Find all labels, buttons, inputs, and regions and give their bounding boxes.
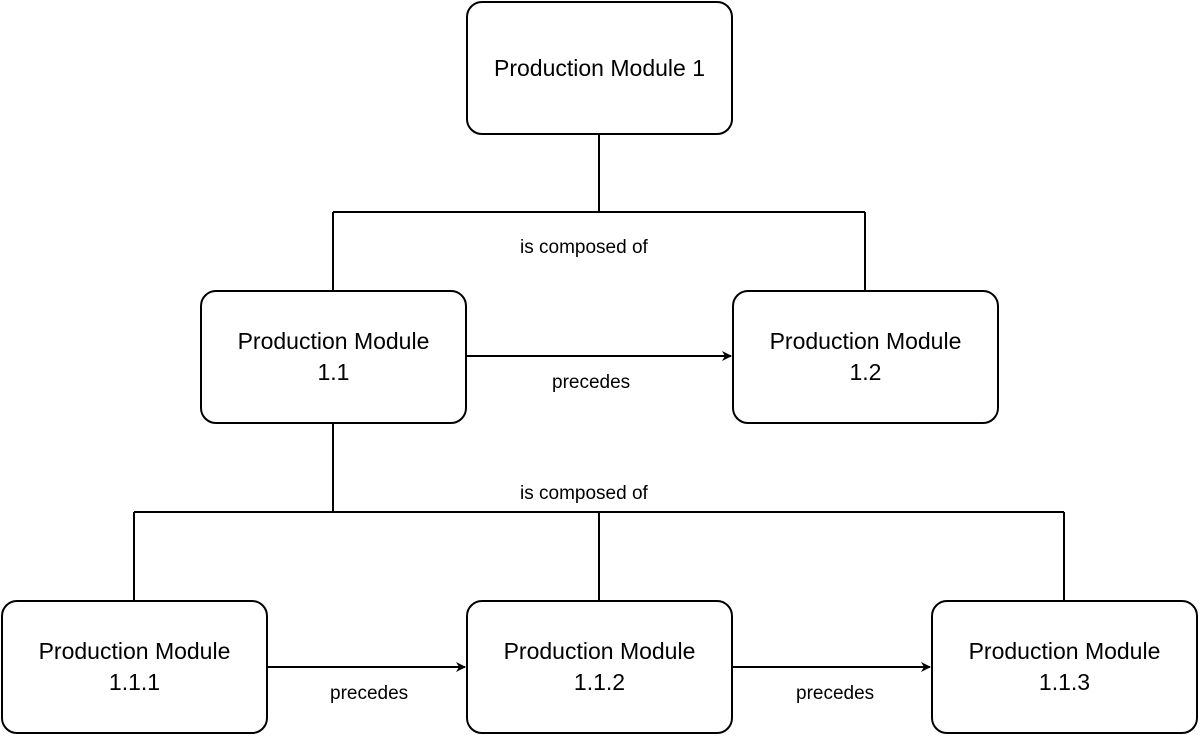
node-label: Production Module 1.2	[769, 328, 962, 385]
edge-label-precedes-1-1-2-to-1-1-3: precedes	[796, 683, 875, 704]
node-label: Production Module 1.1.3	[968, 638, 1161, 695]
node-production-module-1-1-2[interactable]: Production Module 1.1.2	[466, 600, 733, 734]
node-label: Production Module 1	[494, 54, 705, 81]
node-production-module-1-2[interactable]: Production Module 1.2	[732, 290, 999, 424]
node-production-module-1-1-1[interactable]: Production Module 1.1.1	[1, 600, 268, 734]
edge-label-precedes-1-1-1-to-1-1-2: precedes	[330, 683, 409, 704]
node-production-module-1[interactable]: Production Module 1	[466, 1, 733, 135]
composition-connector-top	[332, 134, 866, 291]
node-production-module-1-1[interactable]: Production Module 1.1	[200, 290, 467, 424]
node-production-module-1-1-3[interactable]: Production Module 1.1.3	[931, 600, 1198, 734]
node-label: Production Module 1.1.2	[503, 638, 696, 695]
edge-label-precedes-1-1-to-1-2: precedes	[552, 372, 631, 393]
node-label: Production Module 1.1.1	[38, 638, 231, 695]
composition-connector-mid	[133, 423, 1065, 601]
edge-label-composed-top: is composed of	[520, 237, 648, 258]
edge-label-composed-mid: is composed of	[520, 483, 648, 504]
node-label: Production Module 1.1	[237, 328, 430, 385]
